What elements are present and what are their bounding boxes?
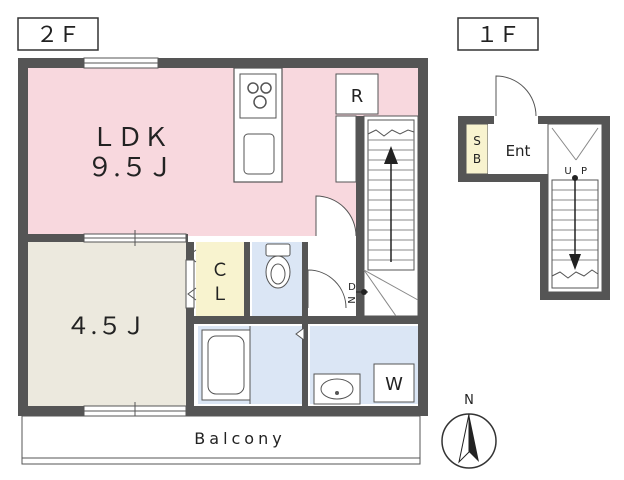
balcony-label: Balcony (194, 429, 285, 448)
ldk-name: ＬＤＫ (91, 123, 169, 153)
ldk-door-swing (315, 195, 357, 237)
sink (243, 133, 275, 175)
closet-label-l: Ｌ (211, 284, 229, 305)
shoe-box-label-s: S (473, 134, 481, 148)
closet-room (196, 242, 244, 316)
stairs-down-label-d: D (348, 282, 356, 293)
entrance-label: Ent (506, 142, 531, 160)
stairs-up-arrow-icon (384, 146, 398, 164)
closet-door (187, 249, 197, 301)
stairs-down-label-n: N (345, 296, 356, 303)
cabinet (335, 115, 357, 183)
balcony (21, 415, 421, 465)
stairs-2f (363, 115, 419, 317)
bedroom-size: ４.５Ｊ (66, 312, 146, 340)
floor-label-1f: １Ｆ (476, 23, 520, 48)
shoe-box (465, 123, 489, 175)
washer-space (373, 363, 415, 403)
ldk-size: ９.５Ｊ (87, 153, 173, 183)
kitchen (233, 67, 283, 183)
burner-icon (247, 82, 259, 94)
stairs-up-label-u: U (564, 166, 571, 177)
toilet-door-swing (307, 269, 347, 309)
fridge-space (335, 73, 379, 115)
entrance (488, 124, 548, 174)
stairs-up-label-p: P (581, 166, 587, 177)
stairs-up-arrow-icon (569, 254, 581, 270)
stairs-down-marker-icon (361, 289, 367, 295)
floor-label-2f: ２Ｆ (36, 23, 80, 48)
shoe-box-label-b: B (473, 152, 481, 166)
burner-icon (260, 82, 272, 94)
floor-label-box-2f (17, 17, 99, 51)
washer-label: W (385, 374, 403, 395)
bath-door (295, 327, 305, 341)
toilet (265, 243, 291, 289)
north-label: N (464, 393, 474, 408)
windows (83, 57, 195, 420)
entry-door-swing (495, 75, 537, 117)
washbasin (313, 373, 361, 405)
floor-label-box-1f (457, 17, 539, 51)
fridge-label: R (351, 86, 364, 107)
north-compass-icon (441, 413, 497, 469)
bedroom-room (28, 242, 186, 408)
burner-icon (253, 95, 267, 109)
closet-label-c: Ｃ (211, 260, 229, 281)
bathtub (201, 329, 251, 401)
first-floor: S B Ent U P (458, 75, 610, 300)
